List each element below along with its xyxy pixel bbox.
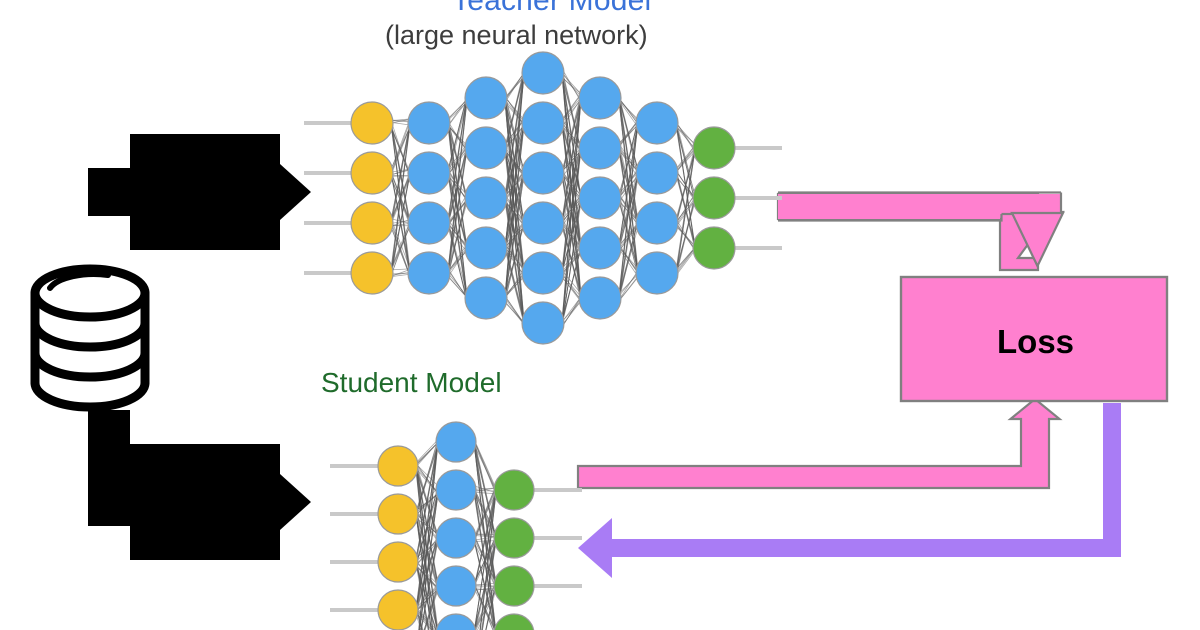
network-edges — [415, 437, 497, 630]
data-to-teacher-arrow — [88, 134, 311, 250]
neuron-node-input — [377, 445, 419, 487]
neuron-node-hidden — [521, 201, 565, 245]
neuron-node-hidden — [521, 251, 565, 295]
data-to-student-arrow — [88, 410, 311, 560]
neuron-node-hidden — [635, 101, 679, 145]
neuron-node-input — [377, 541, 419, 583]
neuron-node-hidden — [635, 201, 679, 245]
network-nodes — [350, 51, 736, 345]
student-to-loss-arrow — [576, 397, 1063, 490]
neuron-node-hidden — [521, 151, 565, 195]
loss-box-label: Loss — [997, 323, 1075, 360]
neuron-node-hidden — [578, 126, 622, 170]
neuron-node-hidden — [435, 469, 477, 511]
neuron-node-hidden — [521, 101, 565, 145]
neuron-node-hidden — [578, 76, 622, 120]
neuron-node-output — [493, 565, 535, 607]
neuron-node-input — [377, 493, 419, 535]
neuron-node-hidden — [521, 51, 565, 95]
neuron-node-hidden — [407, 151, 451, 195]
student-model-title: Student Model — [321, 367, 502, 398]
teacher-to-loss-arrow — [776, 191, 1065, 272]
neuron-node-output — [493, 517, 535, 559]
teacher-model-title: Teacher Model — [452, 0, 652, 17]
neuron-node-hidden — [578, 226, 622, 270]
neuron-node-hidden — [435, 517, 477, 559]
loss-box[interactable] — [899, 275, 1169, 403]
neuron-node-hidden — [578, 276, 622, 320]
neuron-node-hidden — [464, 126, 508, 170]
neuron-node-hidden — [435, 613, 477, 630]
neuron-node-hidden — [578, 176, 622, 220]
neuron-node-input — [350, 251, 394, 295]
neuron-node-input — [350, 151, 394, 195]
neuron-node-hidden — [407, 201, 451, 245]
neuron-node-hidden — [435, 421, 477, 463]
neuron-node-hidden — [464, 226, 508, 270]
neuron-node-hidden — [435, 565, 477, 607]
input-output-stub-lines — [330, 464, 582, 612]
neuron-node-input — [350, 201, 394, 245]
neuron-node-output — [692, 226, 736, 270]
neuron-node-output — [692, 126, 736, 170]
teacher-model-subtitle: (large neural network) — [385, 20, 648, 50]
neuron-node-output — [493, 469, 535, 511]
neuron-node-output — [493, 613, 535, 630]
neuron-node-input — [350, 101, 394, 145]
neuron-node-hidden — [464, 176, 508, 220]
network-edges — [390, 68, 696, 328]
neuron-node-hidden — [407, 101, 451, 145]
database-cylinder-icon — [30, 264, 150, 412]
neuron-node-input — [377, 589, 419, 630]
loss-to-student-backprop-arrow — [578, 403, 1121, 578]
input-output-stub-lines — [304, 121, 782, 275]
neuron-node-output — [692, 176, 736, 220]
neuron-node-hidden — [464, 276, 508, 320]
neuron-node-hidden — [464, 76, 508, 120]
neuron-node-hidden — [521, 301, 565, 345]
neuron-node-hidden — [635, 151, 679, 195]
neuron-node-hidden — [635, 251, 679, 295]
neuron-node-hidden — [407, 251, 451, 295]
network-nodes — [377, 421, 535, 630]
